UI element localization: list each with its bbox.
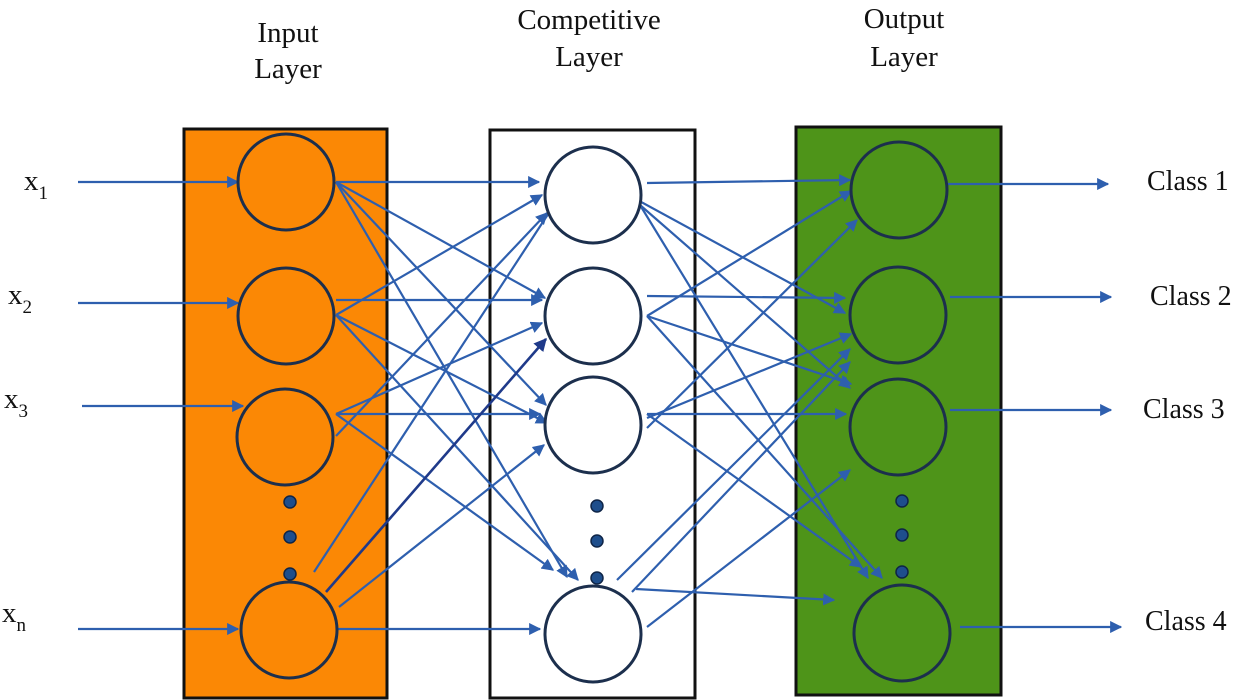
connection-i1-cn xyxy=(335,181,568,579)
output-ellipsis-dot-1 xyxy=(895,494,909,508)
input-label-1-subscript: 1 xyxy=(39,183,49,204)
connection-c3-o2 xyxy=(646,332,853,420)
ellipsis-dots xyxy=(283,494,909,585)
input-label-3-subscript: 3 xyxy=(19,401,29,422)
competitive-neuron-n xyxy=(543,584,643,684)
output-neuron-3 xyxy=(848,377,948,477)
connection-in-c2 xyxy=(325,338,547,593)
connection-c2-o3 xyxy=(646,314,853,387)
input-layer-title-line1: Input xyxy=(257,17,318,49)
connection-cn-o3 xyxy=(646,469,851,628)
competitive-neuron-2 xyxy=(543,266,643,366)
connection-i1-c3 xyxy=(335,181,547,406)
connection-c3-o1 xyxy=(646,219,858,429)
output-layer-title-line2: Layer xyxy=(870,41,938,73)
connection-i2-cn xyxy=(335,314,579,581)
output-label-class-3: Class 3 xyxy=(1143,394,1225,425)
input-neuron-1 xyxy=(236,132,336,232)
output-ellipsis-dot-3 xyxy=(895,565,909,579)
connection-i1-c2 xyxy=(335,181,547,299)
connection-cn-o2 xyxy=(631,361,851,593)
input-ellipsis-dot-1 xyxy=(283,495,297,509)
input-neuron-n xyxy=(239,580,339,680)
input-label-1: x1 xyxy=(24,165,48,204)
neurons xyxy=(235,132,952,684)
connection-c1-o1 xyxy=(646,174,852,187)
output-label-class-2: Class 2 xyxy=(1150,281,1232,312)
input-layer-title-line2: Layer xyxy=(254,53,322,85)
competitive-layer-title-line2: Layer xyxy=(555,41,623,73)
output-neuron-4 xyxy=(852,583,952,683)
output-layer-title-line1: Output xyxy=(864,3,945,35)
input-label-3-base: x xyxy=(4,383,19,415)
input-ellipsis-dot-2 xyxy=(283,530,297,544)
connection-i2-c3 xyxy=(335,314,549,424)
connection-in-c1 xyxy=(313,200,557,573)
connection-c2-on xyxy=(646,315,883,579)
connection-c2-o1 xyxy=(646,190,853,317)
input-label-n: xn xyxy=(2,597,27,636)
input-label-n-base: x xyxy=(2,597,17,629)
output-labels: Class 1 Class 2 Class 3 Class 4 xyxy=(1143,166,1232,637)
connection-c2-o2 xyxy=(646,291,847,304)
connection-cn-o1 xyxy=(616,348,851,581)
input-label-1-base: x xyxy=(24,165,39,197)
output-ellipsis-dot-2 xyxy=(895,528,909,542)
connection-cn-on xyxy=(635,587,836,606)
connection-in-c3 xyxy=(338,444,545,608)
input-neuron-3 xyxy=(235,387,335,487)
competitive-neuron-1 xyxy=(543,145,643,245)
connection-c1-o2 xyxy=(631,196,847,314)
input-label-n-subscript: n xyxy=(17,615,27,636)
connection-i2-c1 xyxy=(335,194,544,316)
competitive-ellipsis-dot-1 xyxy=(590,499,604,513)
input-label-2: x2 xyxy=(8,279,32,318)
input-label-2-base: x xyxy=(8,279,23,311)
layer-titles: Input Layer Competitive Layer Output Lay… xyxy=(254,3,944,85)
input-ellipsis-dot-3 xyxy=(283,567,297,581)
output-neuron-1 xyxy=(849,140,949,240)
output-neuron-2 xyxy=(848,265,948,365)
output-label-class-1: Class 1 xyxy=(1147,166,1229,197)
connection-c3-on xyxy=(646,413,862,568)
input-label-2-subscript: 2 xyxy=(23,297,33,318)
input-label-3: x3 xyxy=(4,383,28,422)
connections xyxy=(78,174,1123,636)
connection-i3-cn xyxy=(335,413,554,571)
connection-c1-on xyxy=(639,204,869,580)
connection-i3-c2 xyxy=(335,321,544,416)
competitive-layer-title-line1: Competitive xyxy=(517,4,660,36)
competitive-ellipsis-dot-2 xyxy=(590,534,604,548)
competitive-ellipsis-dot-3 xyxy=(590,571,604,585)
input-neuron-2 xyxy=(236,266,336,366)
output-label-class-4: Class 4 xyxy=(1145,606,1227,637)
input-labels: x1 x2 x3 xn xyxy=(2,165,48,636)
competitive-neuron-3 xyxy=(543,375,643,475)
